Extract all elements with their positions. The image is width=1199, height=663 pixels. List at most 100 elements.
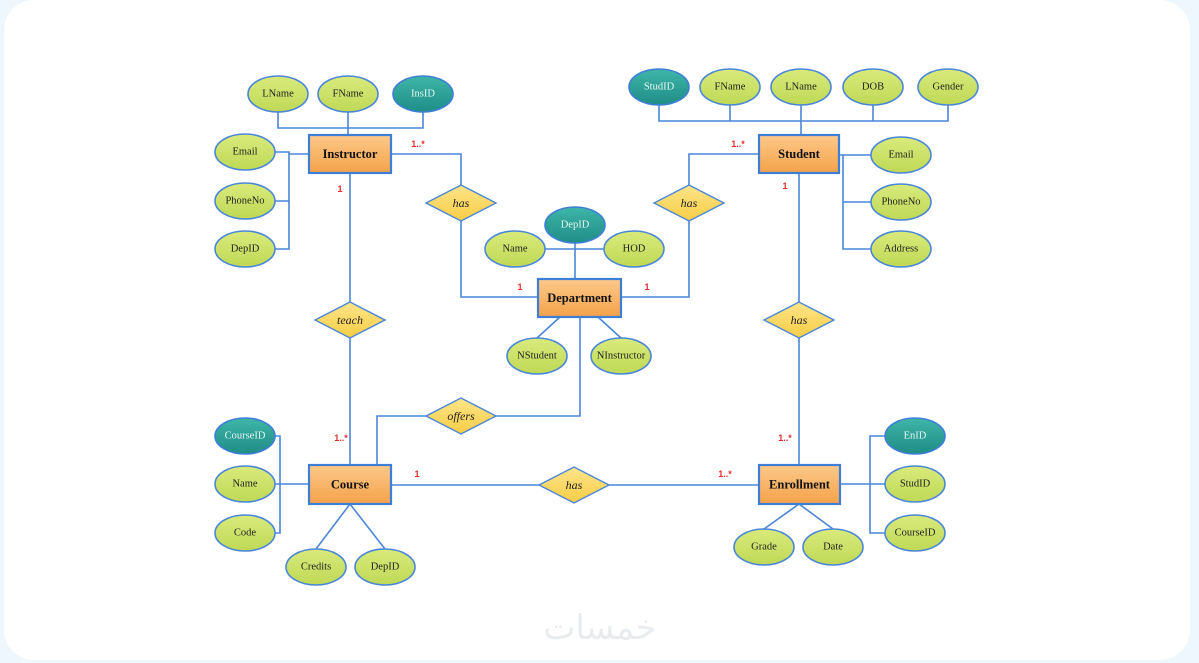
attribute-label: DepID <box>561 220 590 231</box>
entity-box <box>307 463 393 506</box>
instructor-attribute-fname: FName <box>317 75 379 113</box>
attribute-label: FName <box>715 82 746 93</box>
instructor-attribute-phoneno: PhoneNo <box>214 182 276 220</box>
department-attribute-name: Name <box>484 230 546 268</box>
attribute-label: DepID <box>231 244 260 255</box>
attribute-ellipse <box>884 465 946 503</box>
instructor-top-attr-connector <box>277 112 424 135</box>
attribute-label: HOD <box>623 244 646 255</box>
entity-label: Course <box>331 478 370 492</box>
department-attribute-nstudent: NStudent <box>506 337 568 375</box>
student-department-connector <box>621 153 759 298</box>
attribute-ellipse <box>870 136 932 174</box>
cardinality-label: 1..* <box>778 433 792 443</box>
attribute-ellipse <box>917 68 979 106</box>
key-attribute-ellipse <box>628 68 690 106</box>
entity-course: Course <box>307 463 393 506</box>
attribute-label: InsID <box>411 89 435 100</box>
diagram-card <box>4 0 1190 660</box>
watermark-logo: خمسات <box>543 608 657 648</box>
attribute-label: Gender <box>933 82 964 93</box>
attribute-ellipse <box>590 337 652 375</box>
course-attribute-courseid: CourseID <box>214 417 276 455</box>
relationship-department-course: offers <box>424 397 498 435</box>
key-attribute-ellipse <box>392 75 454 113</box>
attribute-label: LName <box>785 82 817 93</box>
student-attribute-fname: FName <box>699 68 761 106</box>
attribute-ellipse <box>884 514 946 552</box>
department-bottom-attr-connector <box>536 316 622 339</box>
entity-instructor: Instructor <box>307 133 393 175</box>
enrollment-attribute-grade: Grade <box>733 528 795 566</box>
attribute-label: Name <box>232 479 257 490</box>
key-attribute-ellipse <box>544 206 606 244</box>
attribute-label: Email <box>888 150 913 161</box>
student-attribute-gender: Gender <box>917 68 979 106</box>
relationship-student-department: has <box>652 184 726 222</box>
department-attribute-hod: HOD <box>603 230 665 268</box>
entity-label: Student <box>778 147 821 161</box>
attribute-ellipse <box>870 183 932 221</box>
attribute-ellipse <box>733 528 795 566</box>
attribute-ellipse <box>214 465 276 503</box>
cardinality-label: 1..* <box>411 139 425 149</box>
attribute-label: FName <box>333 89 364 100</box>
student-attribute-email: Email <box>870 136 932 174</box>
attribute-ellipse <box>802 528 864 566</box>
key-attribute-ellipse <box>884 417 946 455</box>
attribute-ellipse <box>506 337 568 375</box>
attribute-ellipse <box>214 514 276 552</box>
cardinality-label: 1 <box>414 469 419 479</box>
cardinality-label: 1 <box>337 184 342 194</box>
entity-student: Student <box>757 133 841 175</box>
instructor-left-attr-connector <box>275 151 309 250</box>
course-bottom-attr-connector <box>315 503 386 550</box>
attribute-ellipse <box>285 548 347 586</box>
student-right-attr-connector <box>839 154 871 250</box>
student-attribute-lname: LName <box>770 68 832 106</box>
instructor-attribute-email: Email <box>214 133 276 171</box>
entity-label: Department <box>547 291 612 305</box>
relationship-diamond <box>424 397 498 435</box>
relationship-label: has <box>566 478 583 492</box>
attribute-ellipse <box>247 75 309 113</box>
student-attribute-phoneno: PhoneNo <box>870 183 932 221</box>
student-attribute-dob: DOB <box>842 68 904 106</box>
relationship-diamond <box>537 466 611 504</box>
relationship-diamond <box>762 301 836 339</box>
attribute-ellipse <box>214 133 276 171</box>
attribute-ellipse <box>603 230 665 268</box>
attribute-label: LName <box>262 89 294 100</box>
relationship-diamond <box>424 184 498 222</box>
attribute-ellipse <box>354 548 416 586</box>
entity-box <box>757 463 842 506</box>
attribute-label: PhoneNo <box>225 196 264 207</box>
department-attribute-depid: DepID <box>544 206 606 244</box>
relationship-student-enrollment: has <box>762 301 836 339</box>
enrollment-right-attr-connector <box>840 435 885 534</box>
cardinality-label: 1 <box>782 181 787 191</box>
department-attribute-ninstructor: NInstructor <box>590 337 652 375</box>
attribute-label: Code <box>234 528 257 539</box>
attribute-label: Email <box>232 147 257 158</box>
department-course-connector <box>376 317 581 465</box>
relationship-label: teach <box>337 313 363 327</box>
attribute-ellipse <box>870 230 932 268</box>
attribute-label: Date <box>823 542 843 553</box>
relationship-course-enrollment: has <box>537 466 611 504</box>
instructor-attribute-insid: InsID <box>392 75 454 113</box>
attribute-ellipse <box>770 68 832 106</box>
relationship-diamond <box>313 301 387 339</box>
instructor-department-connector <box>391 153 538 298</box>
course-attribute-code: Code <box>214 514 276 552</box>
entity-enrollment: Enrollment <box>757 463 842 506</box>
enrollment-attribute-enid: EnID <box>884 417 946 455</box>
course-attribute-name: Name <box>214 465 276 503</box>
entity-box <box>307 133 393 175</box>
attribute-label: DOB <box>862 82 884 93</box>
entity-label: Instructor <box>323 147 378 161</box>
relationship-diamond <box>652 184 726 222</box>
entity-box <box>536 277 623 319</box>
enrollment-attribute-date: Date <box>802 528 864 566</box>
